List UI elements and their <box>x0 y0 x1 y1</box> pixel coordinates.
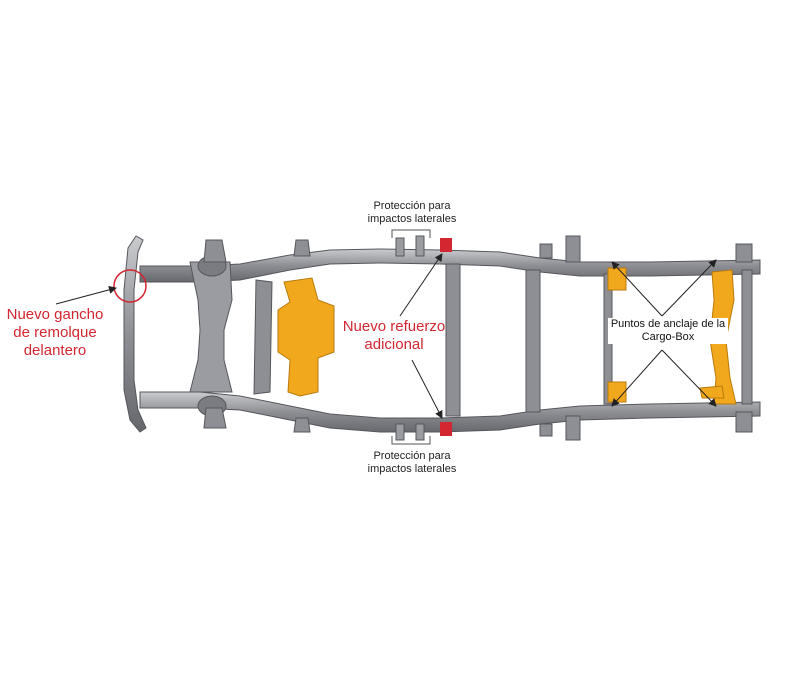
reinforcement-arrow-top <box>399 253 443 317</box>
front-hook-label: Nuevo gancho de remolque delantero <box>6 306 104 359</box>
rear-crossmember-3 <box>741 269 753 405</box>
side-impact-block-bottom <box>440 422 452 436</box>
anchor-arrow-2 <box>661 259 717 317</box>
reinforcement-plate-orange <box>277 277 335 397</box>
front-crossmember <box>189 261 233 393</box>
top-protection-label: Protección para impactos laterales <box>367 200 457 226</box>
top-protection-bracket <box>391 229 431 238</box>
anchor-arrow-3 <box>611 349 663 407</box>
anchor-arrow-1 <box>611 261 663 317</box>
anchor-points-label: Puntos de anclaje de la Cargo-Box <box>608 318 728 345</box>
bottom-protection-label: Protección para impactos laterales <box>367 450 457 476</box>
reinforcement-arrow-bottom <box>411 359 443 419</box>
rear-crossmember-1 <box>525 269 541 413</box>
reinforcement-label: Nuevo refuerzo adicional <box>342 318 446 353</box>
front-bumper <box>123 235 147 433</box>
bottom-protection-bracket <box>391 436 431 445</box>
second-crossmember <box>253 279 273 395</box>
anchor-arrow-4 <box>661 349 717 407</box>
side-impact-block-top <box>440 238 452 252</box>
front-hook-arrow <box>55 285 117 305</box>
middle-crossmember <box>445 263 461 417</box>
cargo-box-bracket-left-low <box>607 381 627 403</box>
cargo-box-bracket-left <box>607 267 627 291</box>
